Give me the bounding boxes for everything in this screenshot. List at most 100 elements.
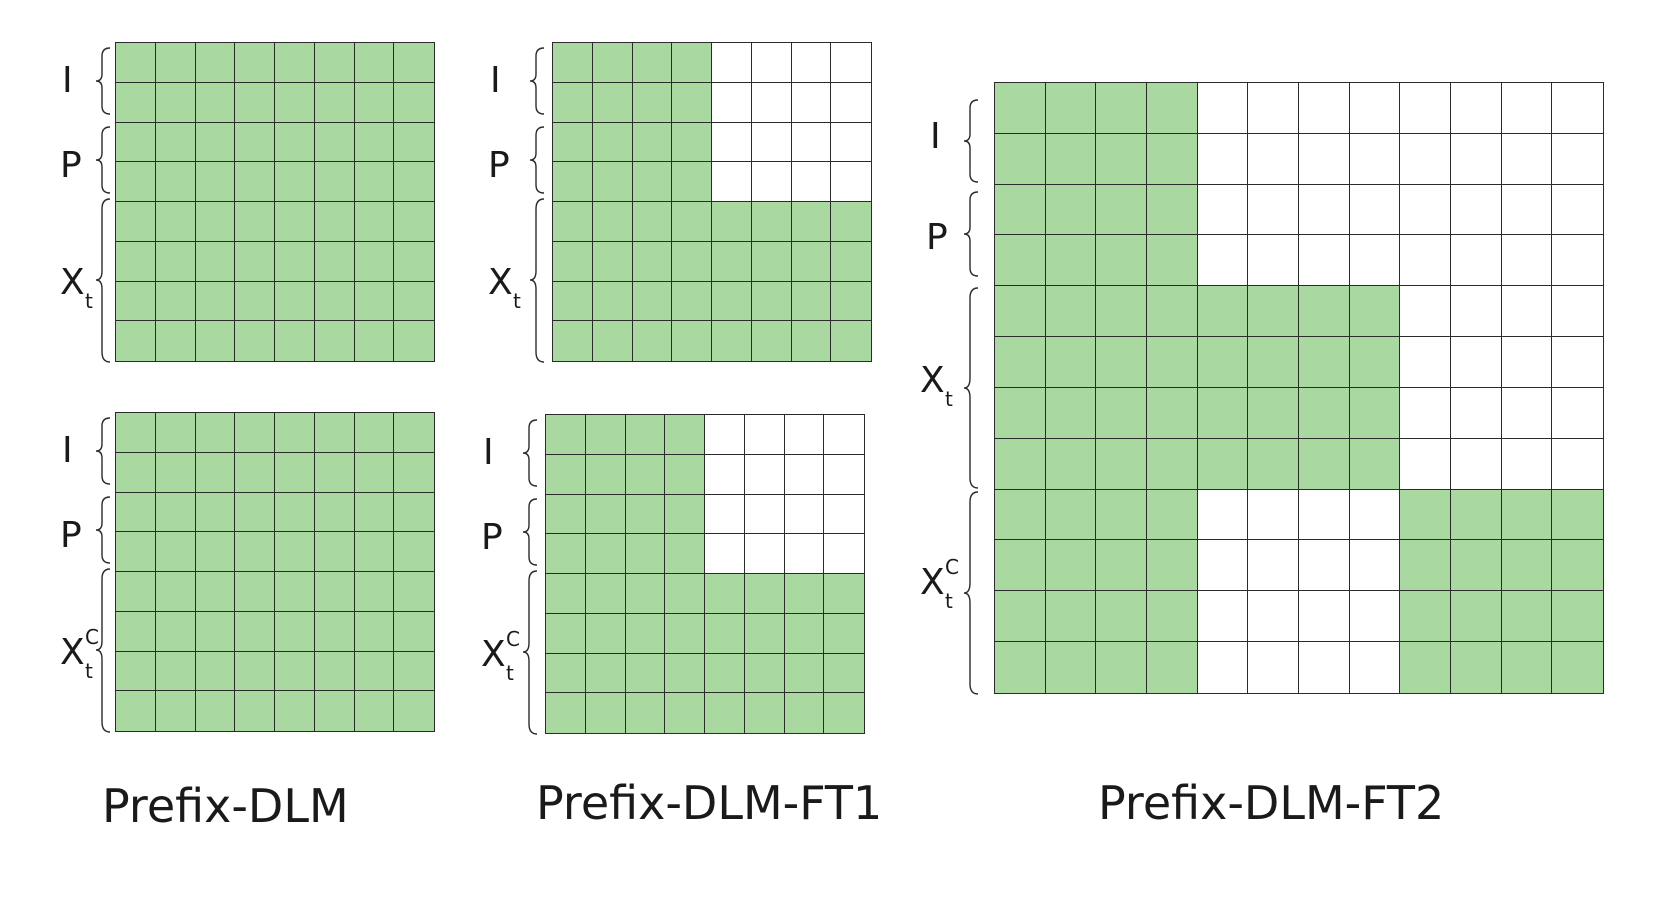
attention-cell-visible <box>1147 387 1198 439</box>
attention-cell-visible <box>553 43 593 83</box>
attention-cell-visible <box>354 122 395 163</box>
attention-cell-visible <box>314 122 355 163</box>
attention-cell-masked <box>1248 184 1299 236</box>
label-i: I <box>483 432 494 473</box>
attention-cell-visible <box>195 691 236 731</box>
attention-cell-visible <box>314 611 355 652</box>
attention-cell-masked <box>1197 83 1249 134</box>
attention-cell-visible <box>632 241 673 282</box>
attention-cell-visible <box>1552 540 1603 592</box>
attention-cell-masked <box>1552 438 1603 490</box>
attention-cell-masked <box>1197 184 1249 236</box>
attention-cell-visible <box>784 653 825 694</box>
attention-cell-visible <box>546 574 586 614</box>
attention-cell-visible <box>1045 540 1097 592</box>
attention-cell-masked <box>1349 83 1401 134</box>
attention-cell-visible <box>314 82 355 123</box>
attention-cell-visible <box>394 162 434 202</box>
attention-cell-visible <box>672 162 712 202</box>
attention-cell-masked <box>1299 642 1350 693</box>
attention-cell-visible <box>1045 489 1097 541</box>
attention-cell-visible <box>791 202 832 242</box>
attention-cell-visible <box>791 241 832 282</box>
attention-cell-visible <box>995 489 1046 541</box>
attention-cell-visible <box>235 691 275 731</box>
attention-cell-visible <box>1248 438 1299 490</box>
attention-cell-visible <box>195 82 236 123</box>
attention-cell-masked <box>1349 642 1401 693</box>
attention-cell-visible <box>1045 337 1097 388</box>
attention-cell-visible <box>314 162 355 202</box>
attention-cell-visible <box>995 286 1046 338</box>
attention-cell-visible <box>1197 286 1249 338</box>
attention-cell-visible <box>831 202 871 242</box>
attention-cell-visible <box>665 534 705 574</box>
attention-cell-visible <box>1096 286 1147 338</box>
attention-cell-visible <box>553 241 593 282</box>
attention-cell-visible <box>585 534 626 574</box>
attention-cell-visible <box>1096 184 1147 236</box>
attention-cell-visible <box>744 574 785 614</box>
brace-xtc <box>95 568 111 733</box>
attention-cell-masked <box>1451 235 1502 287</box>
attention-cell-visible <box>394 241 434 282</box>
attention-cell-visible <box>1045 286 1097 338</box>
title-prefix-dlm: Prefix-DLM <box>102 779 349 833</box>
attention-cell-visible <box>195 413 236 453</box>
attention-cell-visible <box>705 693 745 733</box>
attention-cell-visible <box>712 202 752 242</box>
attention-cell-masked <box>751 43 792 83</box>
prefix-dlm-ft1-bottom-matrix <box>545 414 865 734</box>
attention-cell-visible <box>275 492 315 533</box>
attention-cell-visible <box>116 162 156 202</box>
attention-cell-visible <box>1400 642 1451 693</box>
attention-cell-visible <box>116 572 156 612</box>
attention-cell-masked <box>1400 83 1451 134</box>
attention-cell-visible <box>824 613 864 654</box>
attention-cell-visible <box>632 82 673 123</box>
attention-cell-visible <box>235 202 275 242</box>
attention-cell-visible <box>546 415 586 455</box>
attention-cell-visible <box>1248 337 1299 388</box>
attention-cell-masked <box>831 162 871 202</box>
attention-cell-visible <box>1349 337 1401 388</box>
attention-cell-masked <box>1299 591 1350 643</box>
attention-cell-visible <box>995 235 1046 287</box>
attention-cell-visible <box>592 241 633 282</box>
attention-cell-visible <box>314 43 355 83</box>
attention-cell-visible <box>394 43 434 83</box>
attention-cell-visible <box>155 651 196 692</box>
attention-cell-visible <box>751 202 792 242</box>
label-p: P <box>60 515 82 556</box>
attention-cell-visible <box>546 693 586 733</box>
attention-cell-visible <box>625 613 666 654</box>
attention-cell-visible <box>155 122 196 163</box>
attention-cell-visible <box>314 281 355 322</box>
brace-p <box>522 498 538 566</box>
attention-cell-visible <box>995 438 1046 490</box>
attention-cell-visible <box>394 572 434 612</box>
attention-cell-masked <box>1400 133 1451 185</box>
attention-cell-visible <box>155 413 196 453</box>
attention-cell-visible <box>824 574 864 614</box>
attention-cell-visible <box>1045 438 1097 490</box>
attention-cell-masked <box>1248 235 1299 287</box>
attention-cell-visible <box>235 413 275 453</box>
attention-cell-masked <box>1552 337 1603 388</box>
attention-cell-visible <box>195 452 236 493</box>
attention-cell-visible <box>672 43 712 83</box>
attention-cell-visible <box>784 574 825 614</box>
attention-cell-masked <box>1501 337 1553 388</box>
attention-cell-visible <box>314 532 355 572</box>
attention-cell-visible <box>1147 337 1198 388</box>
attention-cell-visible <box>1299 387 1350 439</box>
attention-cell-visible <box>394 321 434 361</box>
attention-cell-masked <box>751 122 792 163</box>
attention-cell-masked <box>831 82 871 123</box>
label-i: I <box>930 116 941 157</box>
attention-cell-masked <box>1197 133 1249 185</box>
brace-i <box>95 47 111 115</box>
